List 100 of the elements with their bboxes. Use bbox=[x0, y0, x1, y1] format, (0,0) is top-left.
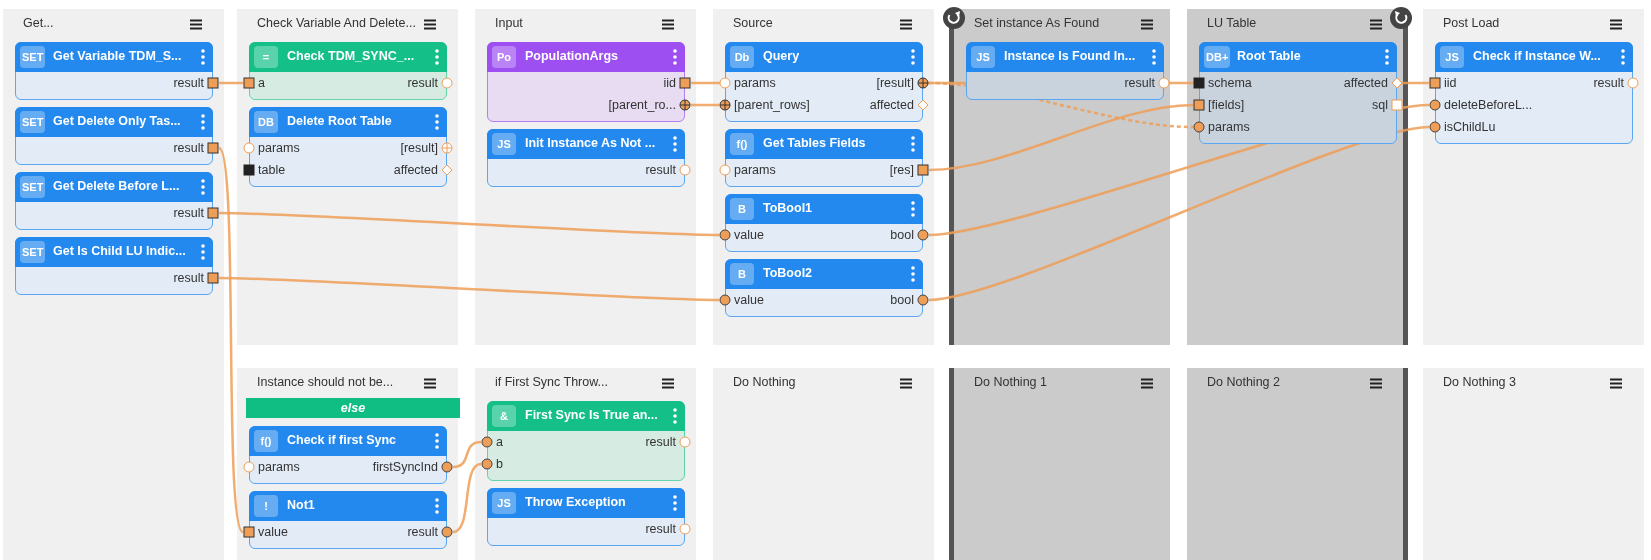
port-label: params bbox=[1208, 120, 1250, 134]
type-badge: f() bbox=[254, 430, 278, 452]
type-badge: SET bbox=[20, 241, 46, 263]
port-label: result bbox=[407, 525, 438, 539]
card-title: PopulationArgs bbox=[525, 49, 620, 63]
lane-title: Input bbox=[495, 16, 523, 30]
port-label: iid bbox=[1444, 76, 1457, 90]
lane-title: Do Nothing 3 bbox=[1443, 375, 1516, 389]
lane-title: LU Table bbox=[1207, 16, 1257, 30]
port-label: b bbox=[496, 457, 503, 471]
connector-line bbox=[928, 103, 1194, 172]
port-label: value bbox=[734, 293, 764, 307]
type-badge: B bbox=[730, 198, 754, 220]
lane-panel bbox=[1187, 9, 1408, 345]
connector-line bbox=[691, 103, 719, 107]
port-label: result bbox=[407, 76, 438, 90]
port-label: params bbox=[258, 141, 300, 155]
port-label: deleteBeforeL... bbox=[1444, 98, 1533, 112]
port-label: [parent_ro... bbox=[608, 98, 676, 112]
card-title: Delete Root Table bbox=[287, 114, 393, 128]
lane-panel bbox=[237, 368, 458, 560]
port-label: bool bbox=[890, 228, 914, 242]
lane-panel bbox=[949, 368, 1170, 560]
type-badge: SET bbox=[20, 176, 46, 198]
lane-title: Post Load bbox=[1443, 16, 1500, 30]
card-title: Throw Exception bbox=[525, 495, 627, 509]
lane-title: Do Nothing 1 bbox=[974, 375, 1047, 389]
lane-title: Do Nothing bbox=[733, 375, 796, 389]
lane-title: Check Variable And Delete... bbox=[257, 16, 416, 30]
port-label: isChildLu bbox=[1444, 120, 1496, 134]
lane-title: Do Nothing 2 bbox=[1207, 375, 1280, 389]
port-label: params bbox=[258, 460, 300, 474]
connector-line bbox=[218, 276, 720, 302]
port-label: sql bbox=[1372, 98, 1388, 112]
lane-title: Get... bbox=[23, 16, 54, 30]
port-label: a bbox=[258, 76, 265, 90]
connector-line bbox=[452, 440, 482, 469]
card-title: Check TDM_SYNC_... bbox=[287, 49, 416, 63]
lane-panel bbox=[1423, 9, 1644, 345]
port-label: result bbox=[645, 522, 676, 536]
card-title: ToBool1 bbox=[763, 201, 814, 215]
lane-panel bbox=[475, 368, 696, 560]
type-badge: JS bbox=[492, 133, 516, 155]
card-title: Get Delete Before L... bbox=[53, 179, 181, 193]
port-label: [result] bbox=[400, 141, 438, 155]
type-badge: Po bbox=[492, 46, 516, 68]
card-title: Root Table bbox=[1237, 49, 1302, 63]
type-badge: SET bbox=[20, 111, 46, 133]
lane-title: Set instance As Found bbox=[974, 16, 1100, 30]
lane-title: if First Sync Throw... bbox=[495, 375, 608, 389]
port-label: schema bbox=[1208, 76, 1252, 90]
connector-line bbox=[928, 81, 1194, 129]
lane-panel bbox=[713, 368, 934, 560]
port-label: affected bbox=[869, 98, 914, 112]
card-title: Get Tables Fields bbox=[763, 136, 867, 150]
card-title: First Sync Is True an... bbox=[525, 408, 659, 422]
type-badge: DB bbox=[254, 111, 278, 133]
lane-panel bbox=[713, 9, 934, 345]
lane-panel bbox=[475, 9, 696, 345]
port-label: table bbox=[258, 163, 286, 177]
port-label: result bbox=[173, 206, 204, 220]
port-label: iid bbox=[663, 76, 676, 90]
port-label: params bbox=[734, 163, 776, 177]
card-title: Not1 bbox=[287, 498, 316, 512]
connector-line bbox=[217, 147, 245, 533]
port-label: [result] bbox=[876, 76, 914, 90]
type-badge: ! bbox=[254, 495, 278, 517]
port-label: affected bbox=[393, 163, 438, 177]
port-label: result bbox=[645, 435, 676, 449]
card-title: ToBool2 bbox=[763, 266, 814, 280]
lane-panel bbox=[1187, 368, 1408, 560]
port-label: result bbox=[173, 141, 204, 155]
lane-panel bbox=[3, 9, 224, 560]
card-title: Get Is Child LU Indic... bbox=[53, 244, 187, 258]
card-title: Check if Instance W... bbox=[1473, 49, 1602, 63]
card-title: Instance Is Found In... bbox=[1004, 49, 1137, 63]
lane-panel bbox=[1423, 368, 1644, 560]
card-title: Query bbox=[763, 49, 801, 63]
port-label: [parent_rows] bbox=[734, 98, 810, 112]
lane-panel bbox=[949, 9, 1170, 345]
type-badge: JS bbox=[492, 492, 516, 514]
type-badge: SET bbox=[20, 46, 46, 68]
port-label: result bbox=[173, 76, 204, 90]
connector-line bbox=[219, 81, 243, 85]
type-badge: & bbox=[492, 405, 516, 427]
lane-title: Source bbox=[733, 16, 773, 30]
type-badge: JS bbox=[971, 46, 995, 68]
card-title: Get Delete Only Tas... bbox=[53, 114, 182, 128]
port-label: firstSyncInd bbox=[372, 460, 438, 474]
condition-banner: else bbox=[246, 398, 460, 418]
type-badge: B bbox=[730, 263, 754, 285]
type-badge: Db bbox=[730, 46, 754, 68]
port-label: [fields] bbox=[1208, 98, 1245, 112]
port-label: value bbox=[258, 525, 288, 539]
type-badge: = bbox=[254, 46, 278, 68]
port-label: [res] bbox=[889, 163, 914, 177]
port-label: affected bbox=[1343, 76, 1388, 90]
port-label: bool bbox=[890, 293, 914, 307]
type-badge: DB+ bbox=[1204, 46, 1231, 68]
port-label: result bbox=[645, 163, 676, 177]
